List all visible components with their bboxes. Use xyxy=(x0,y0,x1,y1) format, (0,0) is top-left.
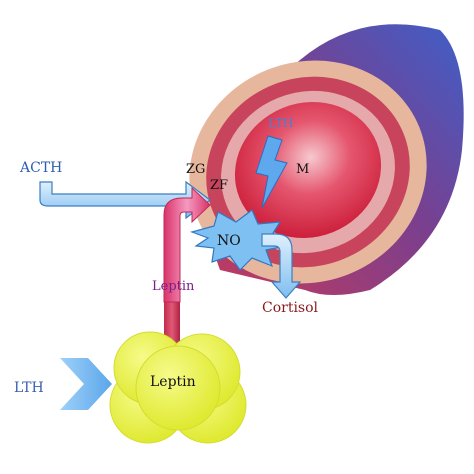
cortisol-arrow xyxy=(261,233,302,299)
zf-label: ZF xyxy=(210,178,228,193)
lth-chevron-arrow xyxy=(60,358,112,410)
no-starburst xyxy=(190,209,288,271)
leptin-cell-label: Leptin xyxy=(150,374,196,390)
medulla-core xyxy=(234,101,382,239)
leptin-arrow-label: Leptin xyxy=(152,279,195,294)
lth-lightning-bolt xyxy=(255,135,288,209)
medulla-label: M xyxy=(296,162,309,177)
adipocyte-cluster xyxy=(109,331,247,444)
lth-zone-label: LTH xyxy=(268,116,293,130)
acth-arrow xyxy=(39,180,211,220)
cortisol-label: Cortisol xyxy=(262,300,319,316)
no-label: NO xyxy=(217,233,241,249)
acth-label: ACTH xyxy=(19,160,62,176)
leptin-arrow xyxy=(163,186,211,303)
zg-label: ZG xyxy=(186,162,205,177)
lth-label: LTH xyxy=(14,380,44,396)
